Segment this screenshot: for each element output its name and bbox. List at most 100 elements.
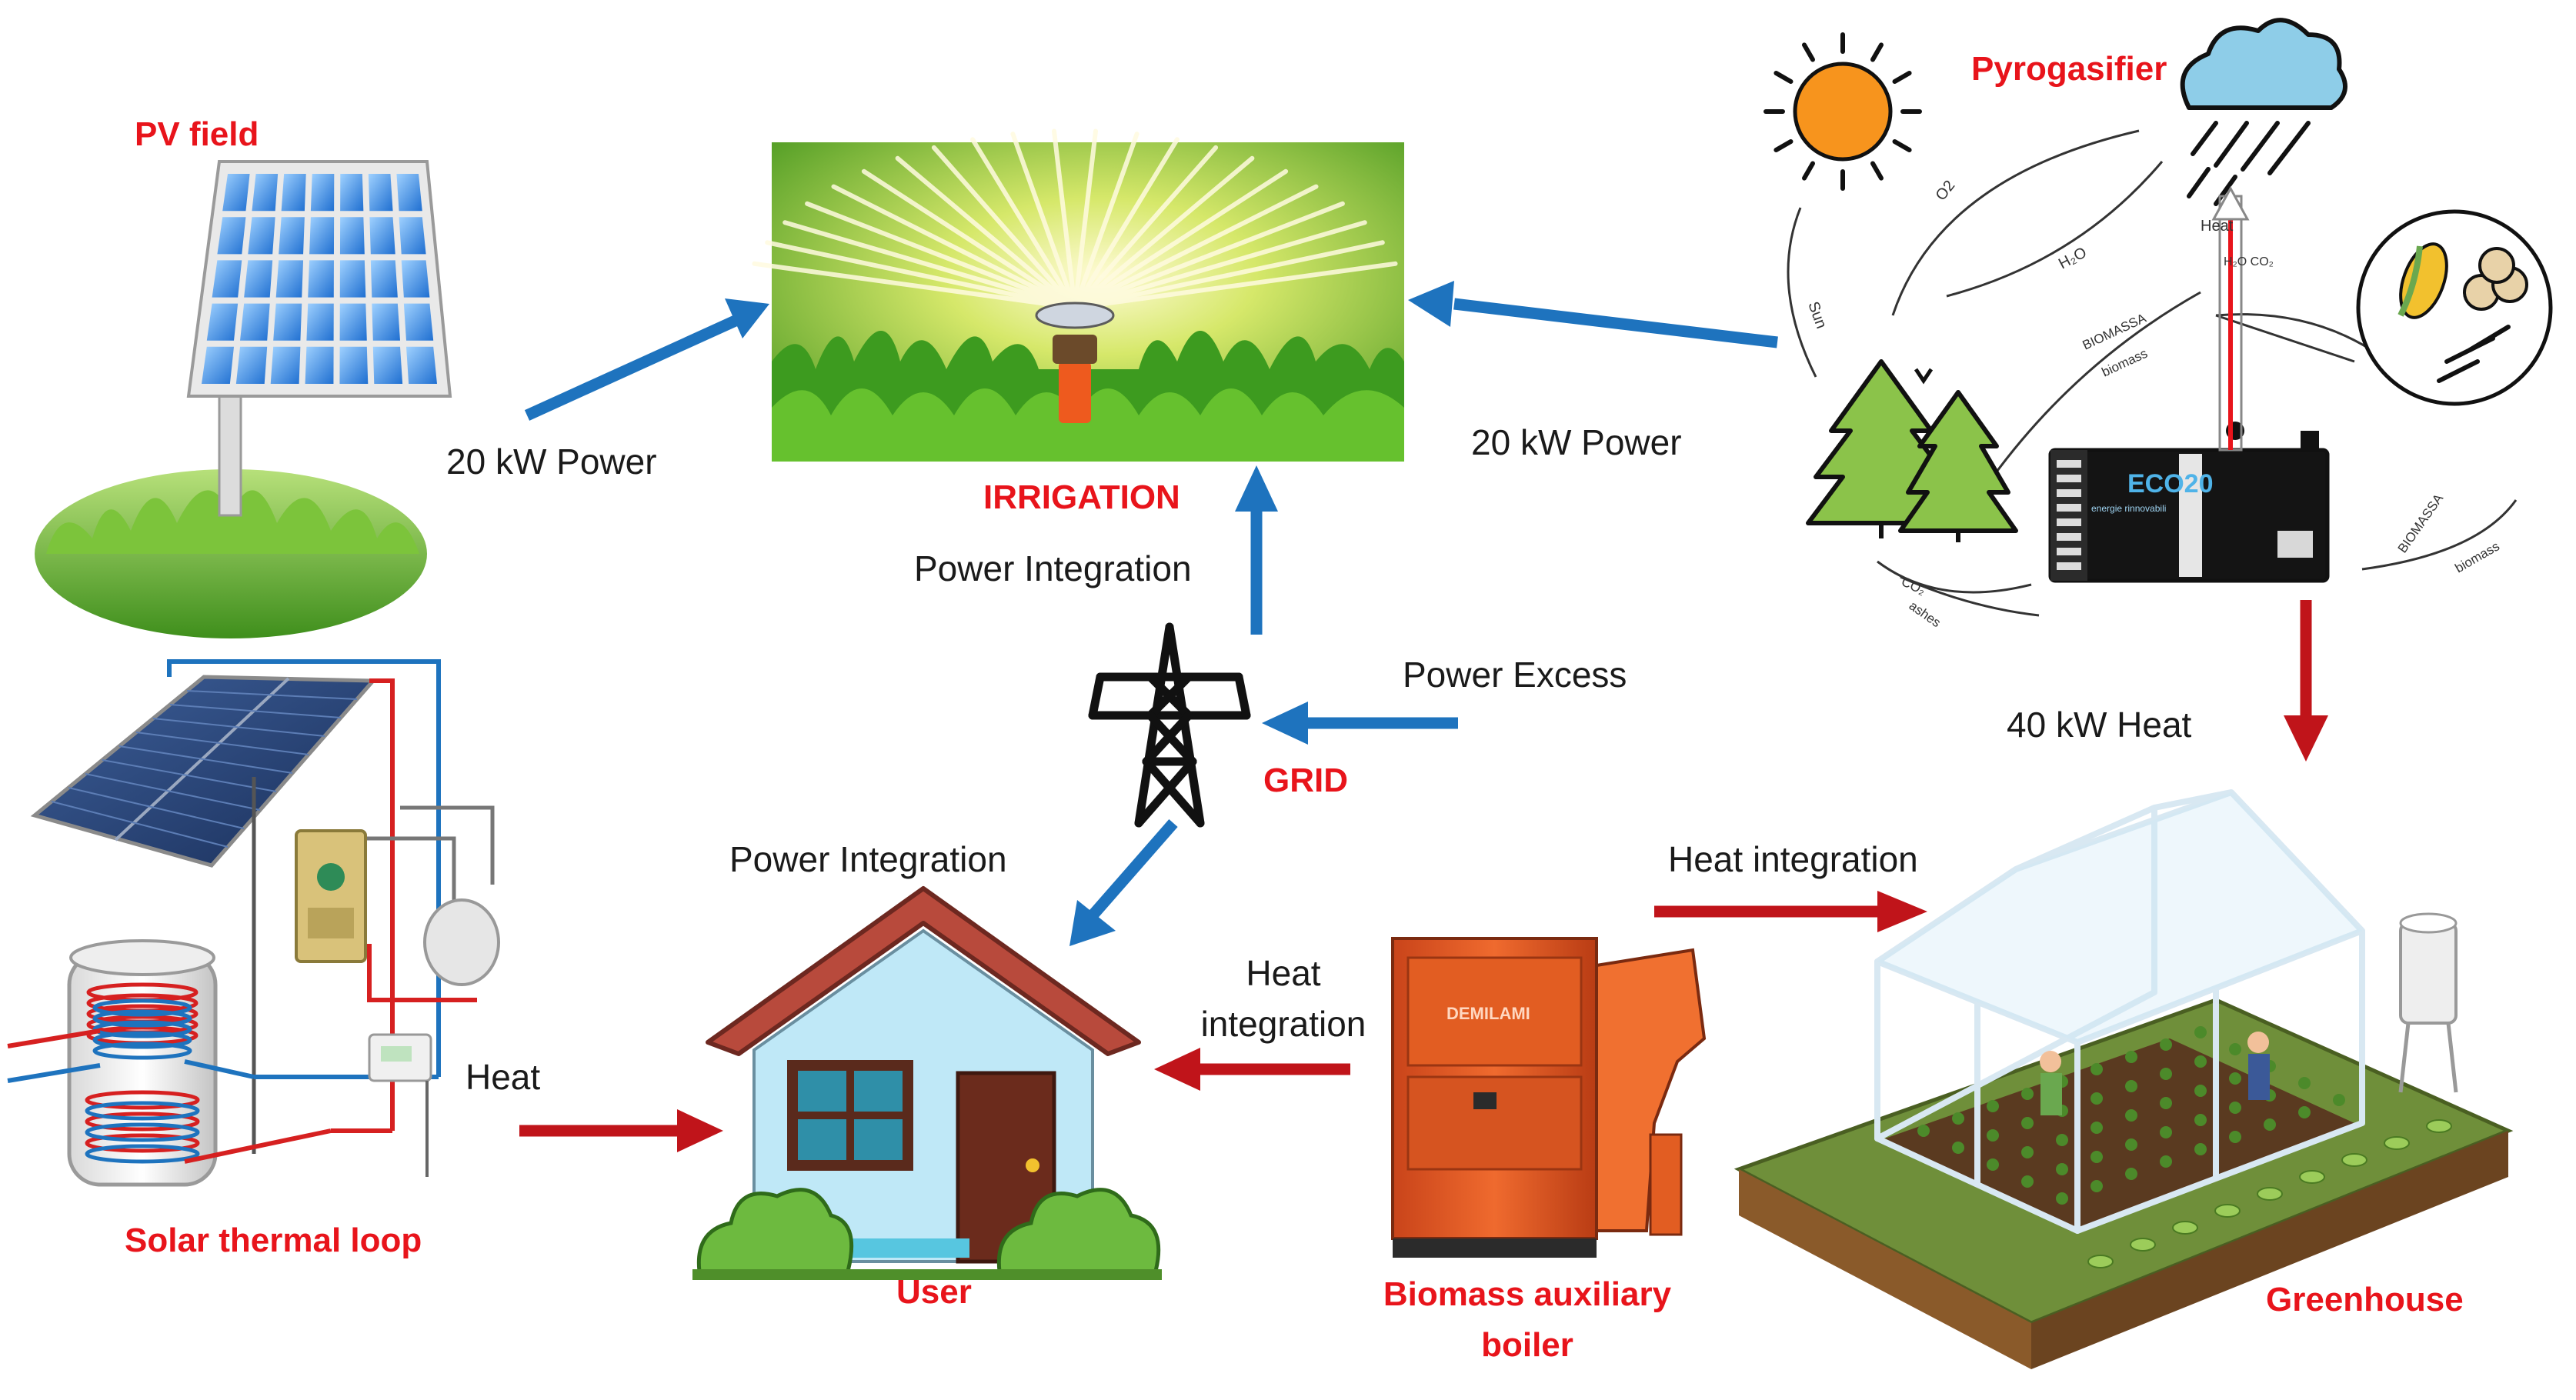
gas-cycle-arrows (1787, 129, 2518, 617)
spray-ray (970, 137, 1077, 310)
gasifier-power-flow-label: 20 kW Power (1471, 422, 1682, 462)
tank-coil (92, 1042, 192, 1060)
crop-plant (2125, 1138, 2137, 1151)
pv-cell (403, 303, 434, 341)
pv-cell (368, 174, 393, 212)
lawn-bush (2130, 1238, 2156, 1252)
pv-cell (372, 303, 400, 341)
pv-cell (279, 217, 305, 255)
irrigation-label: IRRIGATION (983, 478, 1180, 516)
tank-coil (85, 1144, 200, 1164)
crop-plant (2229, 1131, 2241, 1143)
pv-cell (339, 346, 369, 384)
power-arrow-grid-to-irrigation (1235, 465, 1278, 635)
solar-heat-flow-label: Heat (465, 1057, 541, 1097)
crop-plant (2194, 1055, 2207, 1068)
spray-ray (931, 145, 1077, 310)
sun-ray (1870, 161, 1884, 181)
vent-slot (2057, 548, 2081, 555)
pv-cell (240, 303, 270, 341)
spray-ray (1052, 128, 1077, 310)
crop-plant (2229, 1072, 2241, 1085)
crop-plant (2125, 1109, 2137, 1122)
pv-cell (309, 217, 335, 255)
crop-plant (2021, 1117, 2034, 1129)
pyrogasifier-label: Pyrogasifier (1971, 50, 2167, 88)
sun-ray (1774, 71, 1794, 84)
crop-plant (2194, 1143, 2207, 1155)
crop-plant (2298, 1106, 2311, 1118)
lawn-bush (2257, 1187, 2283, 1201)
pv-cell (339, 260, 366, 298)
tank-coil (92, 998, 192, 1017)
heat-arrow-boiler-to-user (1154, 1048, 1350, 1091)
gasifier-brand-subtitle: energie rinnovabili (2091, 503, 2166, 514)
pv-cell (275, 260, 304, 298)
solar-thermal-loop-label: Solar thermal loop (125, 1222, 422, 1259)
spray-ray (1073, 220, 1367, 310)
pv-cell (308, 260, 334, 298)
biomass-boiler-icon: DEMILAMI (1391, 937, 1707, 1258)
cycle-sun-label: Sun (1804, 299, 1830, 331)
pv-cell (244, 260, 273, 298)
lawn-bush (2214, 1204, 2241, 1218)
power-arrow-grid-to-user (1069, 819, 1178, 946)
spray-ray (1073, 184, 1319, 310)
crop-plant (2021, 1088, 2034, 1100)
vent-slot (2057, 489, 2081, 497)
tank-coil (85, 1101, 200, 1121)
spray-ray (831, 184, 1077, 310)
heat-integration-user-label: Heat integration (1200, 953, 1366, 1044)
pv-cell (248, 217, 275, 255)
greenhouse-icon (1733, 789, 2514, 1369)
user-label: User (896, 1273, 972, 1311)
pv-cell (406, 346, 437, 384)
tank-coil (85, 1112, 200, 1132)
spray-ray (861, 168, 1077, 310)
crop-plant (2056, 1134, 2068, 1146)
crop-plant (2090, 1180, 2103, 1192)
pv-cell (399, 217, 426, 255)
crop-plant (2194, 1026, 2207, 1038)
crop-plant (2194, 1085, 2207, 1097)
pv-cell (401, 260, 430, 298)
collector-line (68, 787, 245, 829)
tank-coil (85, 1122, 200, 1142)
crop-plant (2160, 1097, 2172, 1109)
gasifier-unit-icon: ECO20 energie rinnovabili (2048, 185, 2330, 583)
crop-plant (2125, 1168, 2137, 1180)
collector-line (118, 745, 293, 774)
cycle-o2-label: O2 (1933, 178, 1959, 205)
crop-plant (2125, 1051, 2137, 1063)
pv-cell (372, 346, 403, 384)
rain-cloud-icon (2180, 18, 2347, 206)
cycle-heat-label: Heat (2201, 218, 2234, 235)
vent-slot (2057, 475, 2081, 482)
vent-slot (2057, 460, 2081, 468)
collector-line (51, 801, 229, 848)
tank-coil (92, 1020, 192, 1038)
power-arrow-gasifier-to-irrigation (1408, 281, 1778, 348)
pv-power-flow-label: 20 kW Power (446, 442, 657, 482)
spray-ray (1010, 132, 1077, 310)
biomass-boiler-label: Biomass auxiliary boiler (1383, 1275, 1672, 1364)
power-arrow-pv-to-irrigation (524, 298, 769, 421)
heat-arrow-to-greenhouse (1654, 891, 1927, 932)
pine-tree-icon (1806, 359, 2018, 542)
tank-coil (92, 1031, 192, 1049)
sun-ray (1892, 139, 1912, 152)
spray-ray (1073, 240, 1385, 310)
crop-plant (2090, 1063, 2103, 1075)
heat-arrow-gasifier-down (2284, 600, 2328, 762)
heat-integration-greenhouse-label: Heat integration (1668, 839, 1918, 879)
crop-plant (2090, 1122, 2103, 1134)
lawn-bush (2299, 1170, 2325, 1184)
tank-coil (85, 1133, 200, 1153)
cycle-co2-label: CO₂ (1899, 574, 1927, 598)
pv-field-label: PV field (135, 115, 259, 153)
crop-plant (2056, 1163, 2068, 1175)
crop-plant (2229, 1102, 2241, 1114)
greenhouse-label: Greenhouse (2266, 1281, 2464, 1318)
vent-slot (2057, 504, 2081, 512)
pv-cell (273, 303, 302, 341)
